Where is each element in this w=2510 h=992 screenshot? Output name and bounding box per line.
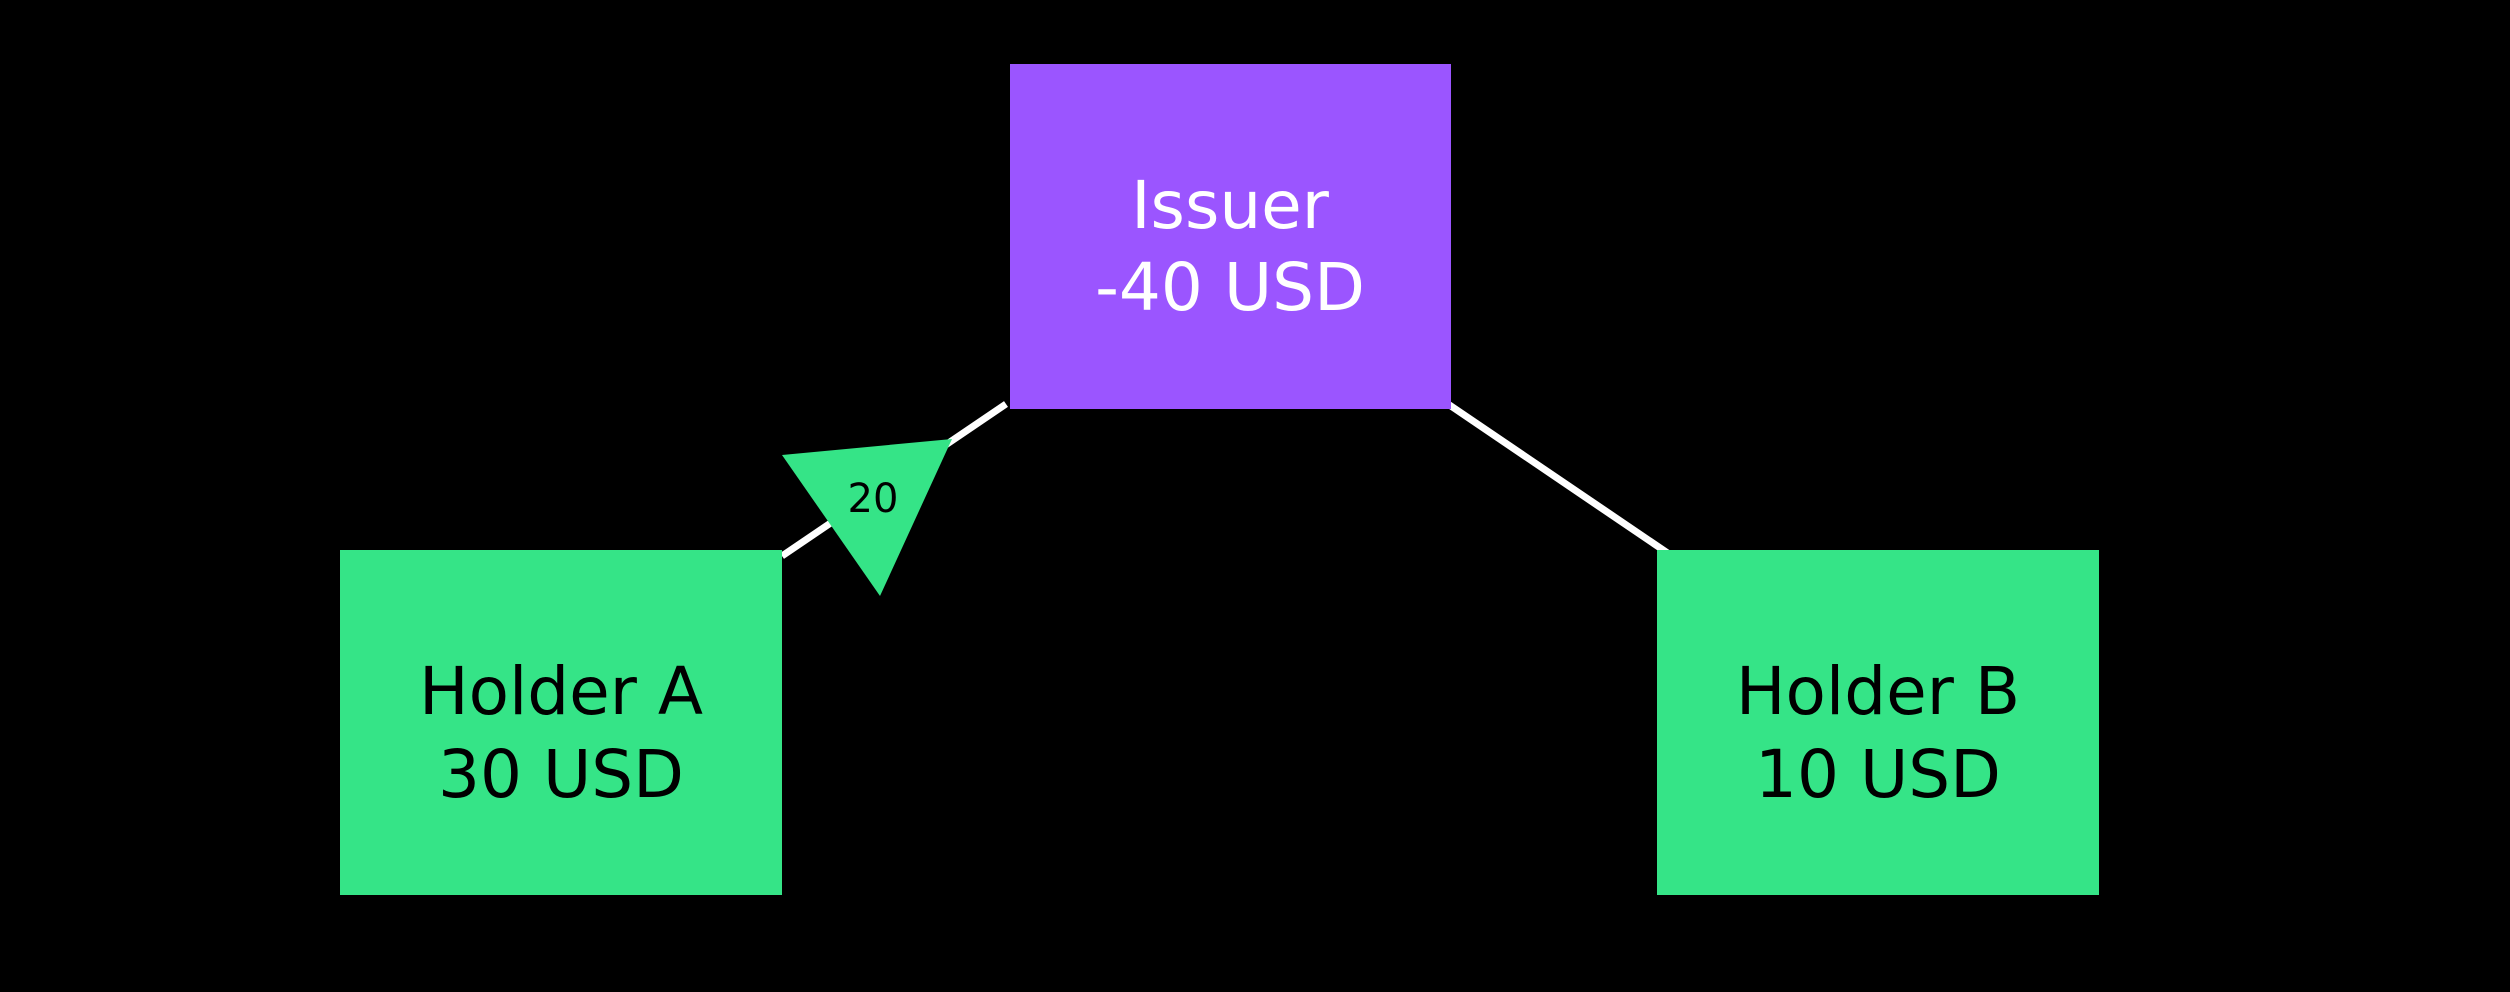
holder-b-node: Holder B 10 USD <box>1657 550 2099 895</box>
holder-b-balance: 10 USD <box>1755 736 2001 813</box>
flow-arrow: 20 <box>782 439 952 596</box>
flow-arrow-triangle <box>782 439 952 596</box>
connector-issuer-holder-b <box>1446 401 1674 559</box>
holder-b-name: Holder B <box>1736 653 2020 730</box>
flow-amount: 20 <box>848 476 899 522</box>
issuer-node: Issuer -40 USD <box>1010 64 1451 409</box>
issuer-balance: -40 USD <box>1095 249 1365 326</box>
issuer-box <box>1010 64 1451 409</box>
holder-a-box <box>340 550 782 895</box>
issuer-name: Issuer <box>1131 167 1330 244</box>
holder-b-box <box>1657 550 2099 895</box>
holder-a-node: Holder A 30 USD <box>340 550 782 895</box>
holder-a-balance: 30 USD <box>438 736 684 813</box>
holder-a-name: Holder A <box>419 653 703 730</box>
